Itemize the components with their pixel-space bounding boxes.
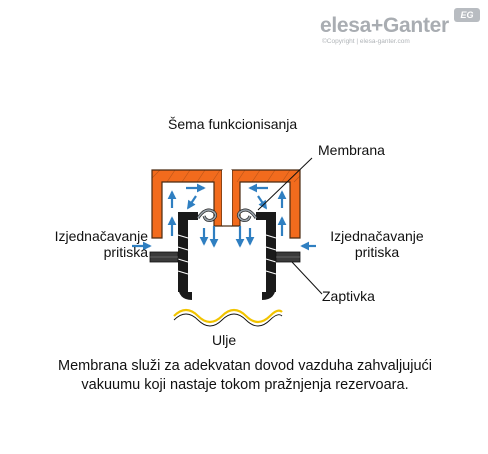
label-pressure-right-line1: Izjednačavanje: [330, 228, 424, 244]
caption-line2: vakuumu koji nastaje tokom pražnjenja re…: [81, 377, 409, 393]
brand-name: elesa+Ganter: [320, 14, 449, 37]
label-pressure-left: Izjednačavanje pritiska: [18, 228, 148, 260]
tank: [177, 212, 277, 300]
label-pressure-left-line2: pritiska: [103, 244, 148, 260]
housing-cap: [151, 169, 301, 239]
brand-copyright: ©Copyright | elesa-ganter.com: [322, 38, 410, 45]
leader-membrane: [257, 157, 313, 211]
oil-wave: [173, 308, 283, 327]
leader-seal: [291, 261, 323, 295]
brand-badge: EG: [454, 8, 480, 22]
diagram-title: Šema funkcionisanja: [168, 116, 298, 132]
housing-right: [231, 169, 301, 239]
caption: Membrana služi za adekvatan dovod vazduh…: [40, 357, 450, 395]
label-pressure-right: Izjednačavanje pritiska: [316, 228, 438, 260]
label-seal: Zaptivka: [322, 288, 375, 304]
seal: [149, 251, 301, 263]
label-pressure-right-line2: pritiska: [354, 244, 400, 260]
label-pressure-left-line1: Izjednačavanje: [54, 228, 148, 244]
label-membrane: Membrana: [318, 142, 385, 158]
brand-logo: elesa+Ganter EG ©Copyright | elesa-gante…: [318, 8, 484, 50]
neck-wall-right: [266, 212, 276, 292]
caption-line1: Membrana služi za adekvatan dovod vazduh…: [58, 358, 432, 374]
label-oil: Ulje: [212, 332, 237, 348]
membrane: [196, 170, 258, 227]
airflow-arrows: [132, 183, 316, 251]
neck-wall-left: [178, 212, 188, 292]
